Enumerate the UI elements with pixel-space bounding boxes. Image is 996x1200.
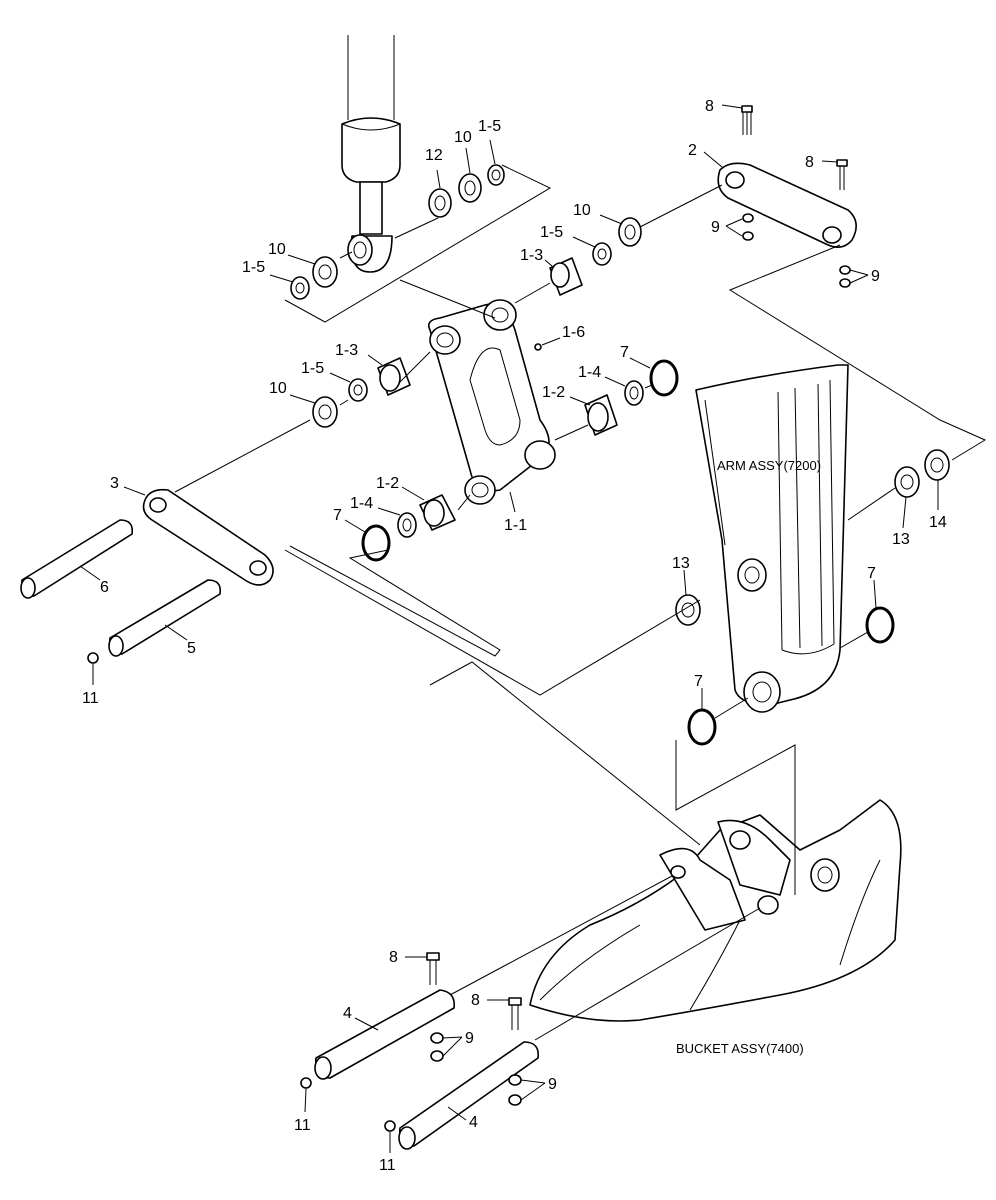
link-plate-3 bbox=[142, 488, 274, 586]
washers bbox=[290, 164, 950, 626]
callout-1-5: 1-5 bbox=[540, 224, 563, 241]
callout-11: 11 bbox=[82, 690, 99, 707]
bushing-1-2-left bbox=[419, 494, 456, 531]
pin-4-upper bbox=[314, 989, 456, 1080]
callout-7: 7 bbox=[867, 565, 876, 582]
callout-14: 14 bbox=[929, 514, 947, 531]
callout-1-4: 1-4 bbox=[578, 364, 601, 381]
pin-6 bbox=[20, 519, 134, 599]
callout-9: 9 bbox=[465, 1030, 474, 1047]
callout-1-5: 1-5 bbox=[301, 360, 324, 377]
callout-1-2: 1-2 bbox=[376, 475, 399, 492]
bushing-1-2-right bbox=[584, 394, 618, 436]
callout-7: 7 bbox=[694, 673, 703, 690]
arm-assy-label: ARM ASSY(7200) bbox=[717, 458, 821, 473]
callout-8: 8 bbox=[705, 98, 714, 115]
assembly-lines bbox=[174, 164, 987, 1041]
callout-13: 13 bbox=[892, 531, 910, 548]
callout-8: 8 bbox=[805, 154, 814, 171]
callout-1-5: 1-5 bbox=[478, 118, 501, 135]
bucket-assembly: BUCKET ASSY(7400) bbox=[529, 799, 902, 1056]
callout-11: 11 bbox=[379, 1157, 396, 1174]
callout-3: 3 bbox=[110, 475, 119, 492]
callout-7: 7 bbox=[333, 507, 342, 524]
callout-10: 10 bbox=[573, 202, 591, 219]
callout-9: 9 bbox=[871, 268, 880, 285]
callout-1-1: 1-1 bbox=[504, 517, 527, 534]
callout-13: 13 bbox=[672, 555, 690, 572]
callout-1-6: 1-6 bbox=[562, 324, 585, 341]
bushing-1-3-left bbox=[377, 357, 411, 396]
callout-8: 8 bbox=[389, 949, 398, 966]
callout-5: 5 bbox=[187, 640, 196, 657]
callout-8: 8 bbox=[471, 992, 480, 1009]
cylinder-rod bbox=[341, 35, 401, 273]
callout-12: 12 bbox=[425, 147, 443, 164]
callout-4: 4 bbox=[469, 1114, 478, 1131]
callout-1-4: 1-4 bbox=[350, 495, 373, 512]
callout-9: 9 bbox=[711, 219, 720, 236]
link-plate-2 bbox=[717, 162, 857, 248]
callout-10: 10 bbox=[454, 129, 472, 146]
bucket-assy-label: BUCKET ASSY(7400) bbox=[676, 1041, 804, 1056]
callout-10: 10 bbox=[269, 380, 287, 397]
callout-4: 4 bbox=[343, 1005, 352, 1022]
fasteners bbox=[87, 105, 851, 1132]
callout-1-5: 1-5 bbox=[242, 259, 265, 276]
callout-6: 6 bbox=[100, 579, 109, 596]
callout-1-3: 1-3 bbox=[335, 342, 358, 359]
callout-11: 11 bbox=[294, 1117, 311, 1134]
arm-assembly: ARM ASSY(7200) bbox=[695, 364, 849, 713]
bushing-1-3-upper bbox=[549, 257, 583, 296]
leader-lines bbox=[79, 104, 939, 1153]
callout-1-2: 1-2 bbox=[542, 384, 565, 401]
o-rings bbox=[361, 359, 895, 746]
pin-4-lower bbox=[398, 1041, 540, 1150]
callout-2: 2 bbox=[688, 142, 697, 159]
callout-labels: 8 2 8 9 9 10 12 10 1-5 10 1-5 1-5 1-3 1-… bbox=[82, 98, 947, 1174]
callout-1-3: 1-3 bbox=[520, 247, 543, 264]
callout-7: 7 bbox=[620, 344, 629, 361]
pin-5 bbox=[108, 579, 222, 657]
bushings bbox=[377, 257, 618, 531]
callout-10: 10 bbox=[268, 241, 286, 258]
callout-9: 9 bbox=[548, 1076, 557, 1093]
h-link-1-1 bbox=[427, 299, 556, 505]
